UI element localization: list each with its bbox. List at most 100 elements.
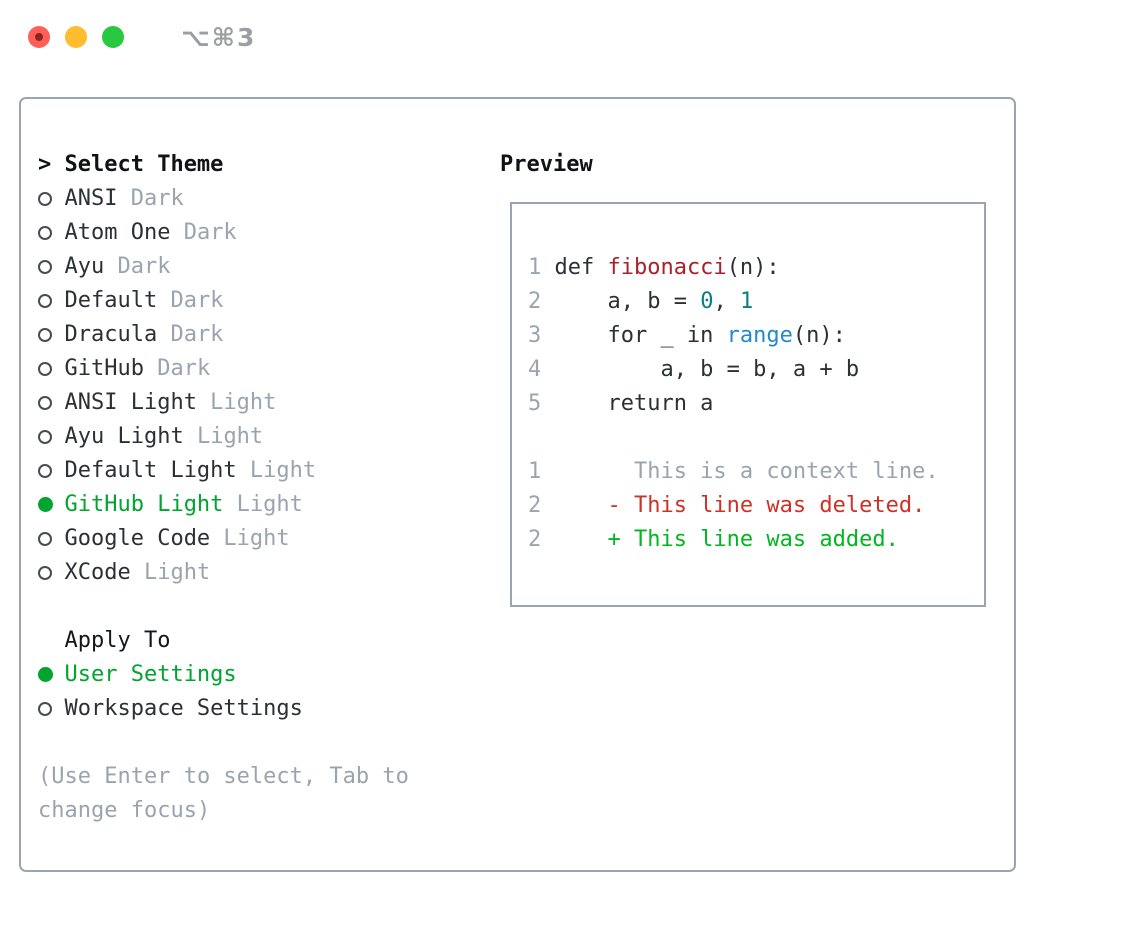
line-number: 2 [528,289,542,314]
radio-selected-icon [38,667,53,682]
preview-line: 2 + This line was added. [528,523,984,557]
theme-variant: Light [236,458,317,483]
theme-option-github-light[interactable]: GitHub Light Light [38,488,409,522]
radio-gutter [38,454,64,488]
radio-icon [38,328,52,342]
apply-to-header: Apply To [38,624,409,658]
hint-line-2: change focus) [38,798,211,823]
theme-option-ayu-light[interactable]: Ayu Light Light [38,420,409,454]
radio-gutter [38,182,64,216]
radio-gutter [38,420,64,454]
spacer [38,590,409,624]
radio-gutter [38,386,64,420]
preview-line: 2 a, b = 0, 1 [528,285,984,319]
theme-option-xcode[interactable]: XCode Light [38,556,409,590]
theme-option-default[interactable]: Default Dark [38,284,409,318]
zoom-button[interactable] [102,26,124,48]
radio-gutter [38,216,64,250]
radio-icon [38,226,52,240]
radio-icon [38,294,52,308]
preview-line: 1 This is a context line. [528,455,984,489]
preview-line: 1 def fibonacci(n): [528,251,984,285]
code-token: a, b = b, a + b [554,357,860,382]
code-token: for _ in [554,323,727,348]
theme-name: GitHub Light [64,492,224,517]
radio-icon [38,430,52,444]
theme-name: Atom One [64,220,171,245]
close-button[interactable] [28,26,50,48]
select-theme-title: Select Theme [64,152,224,177]
spacer [38,726,409,760]
code-token: This is a context line. [554,459,939,484]
theme-name: Default [64,288,158,313]
keyboard-shortcut-label: ⌥⌘3 [181,22,257,52]
radio-gutter [38,284,64,318]
line-number: 5 [528,391,542,416]
theme-name: Google Code [64,526,211,551]
theme-variant: Dark [170,220,237,245]
line-number: 4 [528,357,542,382]
line-number: 1 [528,255,542,280]
code-token: range [726,323,793,348]
theme-name: ANSI Light [64,390,197,415]
theme-variant: Dark [157,288,224,313]
radio-icon [38,464,52,478]
preview-line: 3 for _ in range(n): [528,319,984,353]
theme-option-google-code[interactable]: Google Code Light [38,522,409,556]
radio-gutter [38,556,64,590]
theme-name: Ayu [64,254,105,279]
titlebar: ⌥⌘3 [28,15,256,59]
radio-icon [38,532,52,546]
code-token: (n): [726,255,780,280]
code-token: 1 [739,289,754,314]
theme-option-ayu[interactable]: Ayu Dark [38,250,409,284]
radio-gutter [38,658,64,692]
theme-option-github[interactable]: GitHub Dark [38,352,409,386]
apply-option-workspace-settings[interactable]: Workspace Settings [38,692,409,726]
theme-option-ansi-light[interactable]: ANSI Light Light [38,386,409,420]
apply-option-user-settings[interactable]: User Settings [38,658,409,692]
theme-option-dracula[interactable]: Dracula Dark [38,318,409,352]
preview-line: 4 a, b = b, a + b [528,353,984,387]
radio-icon [38,702,52,716]
code-token: + This line was added. [554,527,899,552]
theme-option-ansi[interactable]: ANSI Dark [38,182,409,216]
theme-variant: Light [210,526,290,551]
code-token: (n): [792,323,846,348]
apply-to-title: Apply To [64,628,171,653]
line-number: 3 [528,323,542,348]
code-token: 0 [700,289,714,314]
theme-variant: Dark [143,356,211,381]
radio-icon [38,260,52,274]
line-number: 2 [528,527,542,552]
theme-variant: Dark [157,322,224,347]
apply-option-label: User Settings [64,662,237,687]
radio-icon [38,362,52,376]
minimize-button[interactable] [65,26,87,48]
theme-variant: Dark [104,254,171,279]
code-token: return a [554,391,714,416]
code-token: fibonacci [607,255,727,280]
preview-title: Preview [500,152,593,177]
theme-option-default-light[interactable]: Default Light Light [38,454,409,488]
theme-variant: Light [183,424,264,449]
apply-option-label: Workspace Settings [64,696,303,721]
theme-option-atom-one[interactable]: Atom One Dark [38,216,409,250]
code-token: def [554,255,608,280]
theme-variant: Dark [117,186,184,211]
radio-selected-icon [38,497,53,512]
radio-gutter [38,318,64,352]
radio-gutter [38,692,64,726]
radio-icon [38,192,52,206]
theme-variant: Light [130,560,211,585]
theme-name: ANSI [64,186,118,211]
line-number: 1 [528,459,542,484]
select-theme-header: >Select Theme [38,148,409,182]
code-token: , [713,289,740,314]
